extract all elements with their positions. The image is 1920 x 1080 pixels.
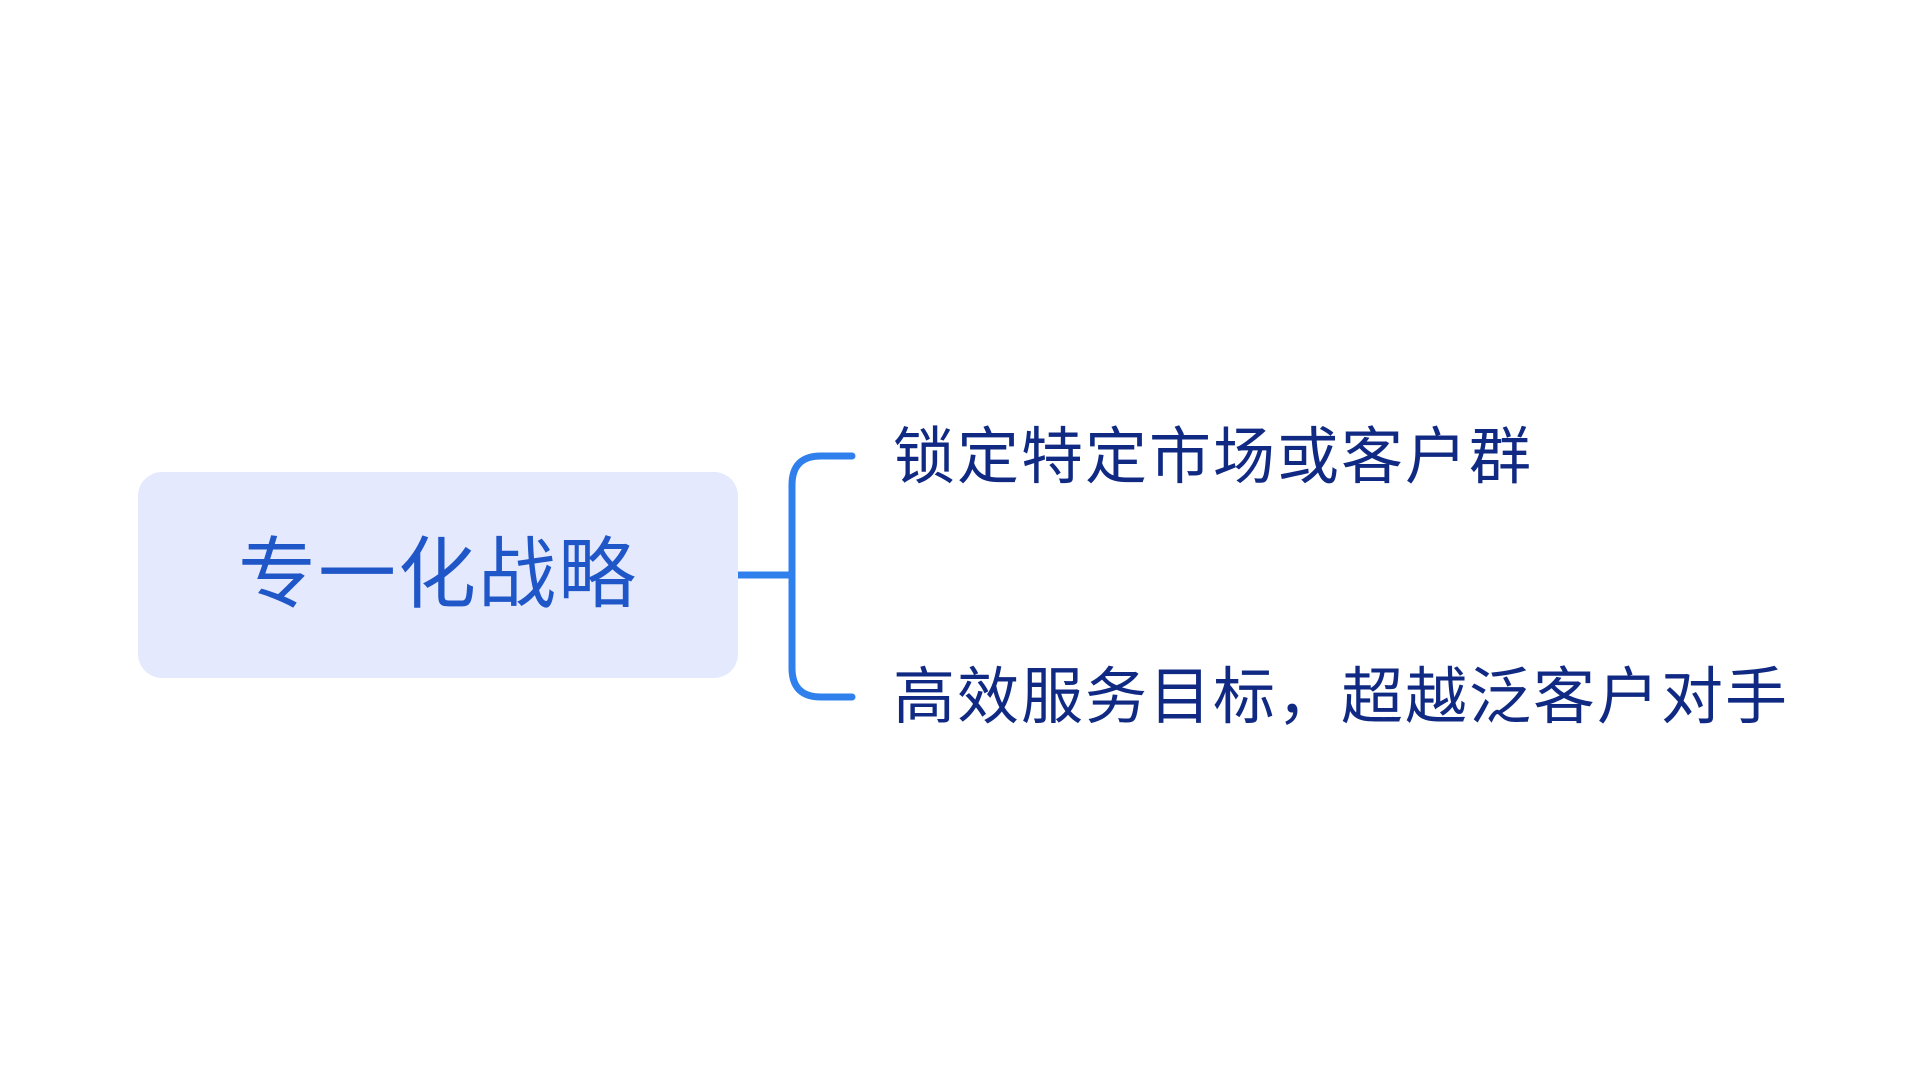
branch-node-target-market[interactable]: 锁定特定市场或客户群	[893, 420, 1534, 493]
root-node-label: 专一化战略	[237, 530, 638, 620]
lower-branch-connector	[788, 571, 856, 701]
branch-node-efficient-service[interactable]: 高效服务目标，超越泛客户对手	[893, 660, 1790, 733]
root-node[interactable]: 专一化战略	[138, 472, 738, 678]
upper-branch-connector	[788, 452, 856, 579]
